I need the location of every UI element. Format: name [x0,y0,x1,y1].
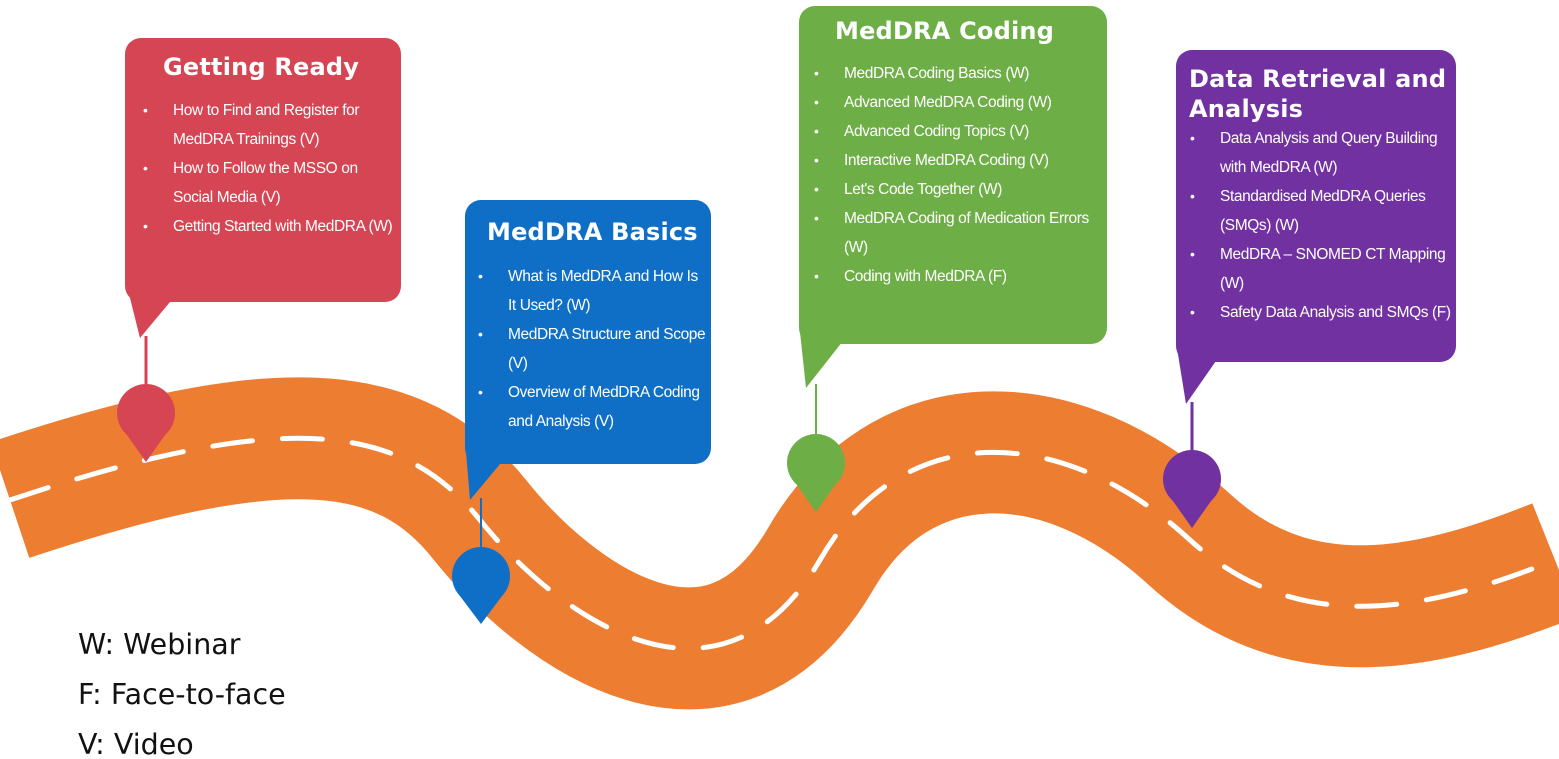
course-item: Let's Code Together (W) [814,175,1102,204]
road [0,377,1559,710]
course-item: MedDRA – SNOMED CT Mapping (W) [1190,240,1452,298]
course-item: Overview of MedDRA Coding and Analysis (… [478,378,708,436]
course-item: How to Find and Register for MedDRA Trai… [143,96,395,154]
course-item: What is MedDRA and How Is It Used? (W) [478,262,708,320]
map-pin-getting-ready-icon [117,384,175,462]
course-item: Getting Started with MedDRA (W) [143,212,395,241]
course-list: Data Analysis and Query Building with Me… [1190,124,1452,327]
course-item: Standardised MedDRA Queries (SMQs) (W) [1190,182,1452,240]
course-item: Coding with MedDRA (F) [814,262,1102,291]
course-item: MedDRA Coding of Medication Errors (W) [814,204,1102,262]
legend-face-to-face: F: Face-to-face [78,678,286,711]
callout-meddra-coding: MedDRA Coding MedDRA Coding Basics (W) A… [799,6,1107,344]
course-item: Safety Data Analysis and SMQs (F) [1190,298,1452,327]
course-item: MedDRA Structure and Scope (V) [478,320,708,378]
map-pin-coding-icon [787,434,845,512]
callout-tail-getting-ready [128,290,180,338]
callout-tail-basics [466,452,510,500]
callout-meddra-basics: MedDRA Basics What is MedDRA and How Is … [465,200,711,464]
callout-title: MedDRA Coding [835,17,1055,45]
callout-title: Getting Ready [163,53,360,81]
course-item: Interactive MedDRA Coding (V) [814,146,1102,175]
callout-data-retrieval: Data Retrieval and Analysis Data Analysi… [1176,50,1456,362]
callout-tail-coding [800,332,850,388]
course-item: MedDRA Coding Basics (W) [814,59,1102,88]
course-item: Advanced MedDRA Coding (W) [814,88,1102,117]
course-item: Data Analysis and Query Building with Me… [1190,124,1452,182]
course-list: MedDRA Coding Basics (W) Advanced MedDRA… [814,59,1102,291]
course-list: What is MedDRA and How Is It Used? (W) M… [478,262,708,436]
map-pin-data-icon [1163,450,1221,528]
course-list: How to Find and Register for MedDRA Trai… [143,96,395,241]
map-pin-basics-icon [452,547,510,624]
callout-getting-ready: Getting Ready How to Find and Register f… [125,38,401,302]
callout-title: MedDRA Basics [487,218,698,246]
callout-tail-data [1177,348,1225,404]
legend-webinar: W: Webinar [78,628,241,661]
road-center-dashes [7,435,1558,651]
course-item: Advanced Coding Topics (V) [814,117,1102,146]
format-legend: W: Webinar F: Face-to-face V: Video [78,620,286,759]
course-item: How to Follow the MSSO on Social Media (… [143,154,395,212]
callout-title: Data Retrieval and Analysis [1189,65,1447,122]
legend-video: V: Video [78,728,194,759]
